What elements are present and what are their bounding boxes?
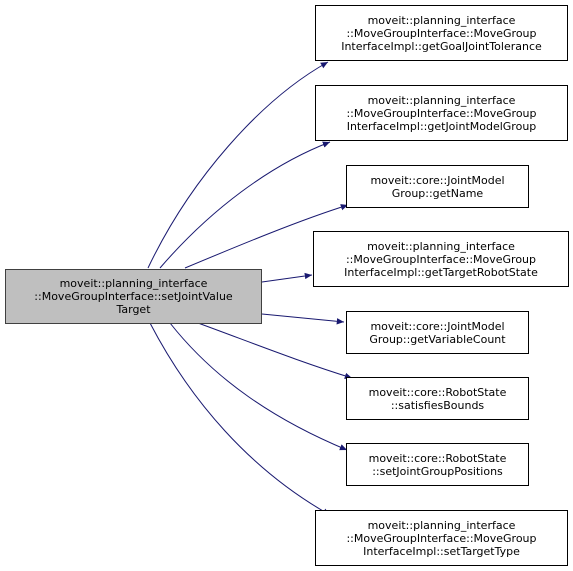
edge-to-set-joint-group-positions <box>169 322 348 451</box>
node-set-target-type[interactable]: moveit::planning_interface ::MoveGroupIn… <box>315 510 568 566</box>
node-line: InterfaceImpl::getJointModelGroup <box>346 119 537 133</box>
source-line-1: moveit::planning_interface <box>59 277 208 290</box>
node-line: moveit::core::JointModel <box>370 319 505 333</box>
node-line: moveit::core::RobotState <box>368 385 507 399</box>
edge-to-get-target-robot-state <box>261 272 313 283</box>
node-line: InterfaceImpl::setTargetType <box>363 544 520 558</box>
edge-to-get-joint-model-group <box>159 141 331 269</box>
node-get-joint-model-group[interactable]: moveit::planning_interface ::MoveGroupIn… <box>315 85 568 141</box>
node-line: ::MoveGroupInterface::MoveGroup <box>346 531 537 545</box>
edge-to-set-target-type <box>149 322 331 516</box>
source-node-set-joint-value-target: moveit::planning_interface ::MoveGroupIn… <box>5 269 262 324</box>
node-line: ::satisfiesBounds <box>390 398 485 412</box>
node-get-target-robot-state[interactable]: moveit::planning_interface ::MoveGroupIn… <box>313 231 569 287</box>
source-line-3: Target <box>116 303 151 316</box>
node-line: InterfaceImpl::getGoalJointTolerance <box>341 39 542 53</box>
edge-to-get-name <box>184 204 349 269</box>
node-line: moveit::core::RobotState <box>368 451 507 465</box>
edge-to-get-goal-joint-tolerance <box>147 61 329 269</box>
node-line: moveit::planning_interface <box>367 518 516 532</box>
node-satisfies-bounds[interactable]: moveit::core::RobotState ::satisfiesBoun… <box>346 377 529 420</box>
node-line: moveit::planning_interface <box>367 13 516 27</box>
edge-to-satisfies-bounds <box>197 322 353 379</box>
node-line: InterfaceImpl::getTargetRobotState <box>344 265 538 279</box>
node-get-goal-joint-tolerance[interactable]: moveit::planning_interface ::MoveGroupIn… <box>315 5 568 61</box>
node-line: moveit::planning_interface <box>367 239 515 253</box>
node-line: Group::getName <box>391 186 484 200</box>
edge-to-get-variable-count <box>261 313 345 325</box>
source-line-2: ::MoveGroupInterface::setJointValue <box>34 290 233 303</box>
node-line: ::setJointGroupPositions <box>372 464 503 478</box>
node-get-variable-count[interactable]: moveit::core::JointModel Group::getVaria… <box>346 311 529 354</box>
node-line: ::MoveGroupInterface::MoveGroup <box>346 26 537 40</box>
node-get-name[interactable]: moveit::core::JointModel Group::getName <box>346 165 529 208</box>
node-line: ::MoveGroupInterface::MoveGroup <box>345 252 537 266</box>
node-line: moveit::planning_interface <box>367 93 516 107</box>
node-line: ::MoveGroupInterface::MoveGroup <box>346 106 537 120</box>
node-line: moveit::core::JointModel <box>370 173 505 187</box>
node-line: Group::getVariableCount <box>369 332 506 346</box>
node-set-joint-group-positions[interactable]: moveit::core::RobotState ::setJointGroup… <box>346 443 529 486</box>
